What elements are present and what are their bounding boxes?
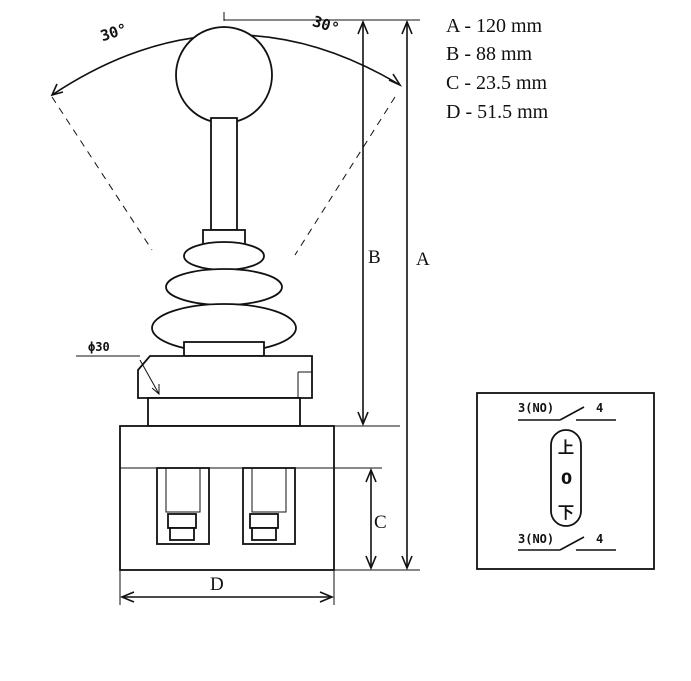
dimension-legend: A - 120 mm B - 88 mm C - 23.5 mm D - 51.… xyxy=(446,15,549,123)
dimension-b-letter: B xyxy=(368,247,381,268)
left-angle-label: 30° xyxy=(98,20,129,45)
diameter-arrow-line xyxy=(139,359,160,395)
diameter-label: ϕ30 xyxy=(88,340,110,354)
boot-ring-middle xyxy=(165,268,283,306)
dimension-c-letter: C xyxy=(374,512,387,533)
legend-item-b: B - 88 mm xyxy=(446,43,533,65)
dimension-a-letter: A xyxy=(416,249,430,270)
dimension-c-arrow-bottom xyxy=(365,555,377,571)
left-tilt-limit-line xyxy=(51,96,153,251)
dimension-a-arrow-top xyxy=(401,19,413,35)
switch-housing xyxy=(119,425,335,571)
swing-arc-right-arrow xyxy=(388,73,403,87)
schematic-bottom-switch-arm xyxy=(559,536,585,551)
schematic-pos-down: 下 xyxy=(558,503,574,522)
dimension-b-arrow-top xyxy=(357,19,369,35)
lever-shaft xyxy=(210,117,238,231)
contact-schematic: 3(NO) 4 上 0 下 3(NO) 4 xyxy=(476,392,655,570)
lever-ball-knob xyxy=(175,26,273,124)
schematic-pos-up: 上 xyxy=(558,438,574,457)
boot-ring-top xyxy=(183,241,265,271)
dimension-d-arrow-right xyxy=(319,591,335,603)
schematic-top-contact-label: 3(NO) xyxy=(518,401,554,415)
legend-item-a: A - 120 mm xyxy=(446,15,543,37)
right-tilt-limit-line xyxy=(294,96,396,256)
dimension-a-arrow-bottom xyxy=(401,555,413,571)
swing-arc-left-arrow xyxy=(50,83,64,97)
schematic-position-slot xyxy=(550,429,582,527)
left-terminal xyxy=(156,467,210,545)
dimension-d-letter: D xyxy=(210,574,224,595)
boot-neck xyxy=(183,341,265,357)
legend-item-d: D - 51.5 mm xyxy=(446,101,549,123)
right-terminal xyxy=(242,467,296,545)
schematic-bottom-contact-label: 3(NO) xyxy=(518,532,554,546)
schematic-bottom-number: 4 xyxy=(596,532,603,546)
dimension-d-arrow-left xyxy=(119,591,135,603)
dimension-c-arrow-top xyxy=(365,467,377,483)
schematic-top-switch-arm xyxy=(559,406,585,421)
right-angle-label: 30° xyxy=(310,12,341,37)
diameter-arrow-head xyxy=(151,384,160,396)
legend-item-c: C - 23.5 mm xyxy=(446,72,548,94)
schematic-top-number: 4 xyxy=(596,401,603,415)
schematic-pos-zero: 0 xyxy=(561,469,572,488)
dimension-b-arrow-bottom xyxy=(357,411,369,427)
mounting-nut xyxy=(137,355,313,399)
threaded-neck xyxy=(147,397,301,427)
